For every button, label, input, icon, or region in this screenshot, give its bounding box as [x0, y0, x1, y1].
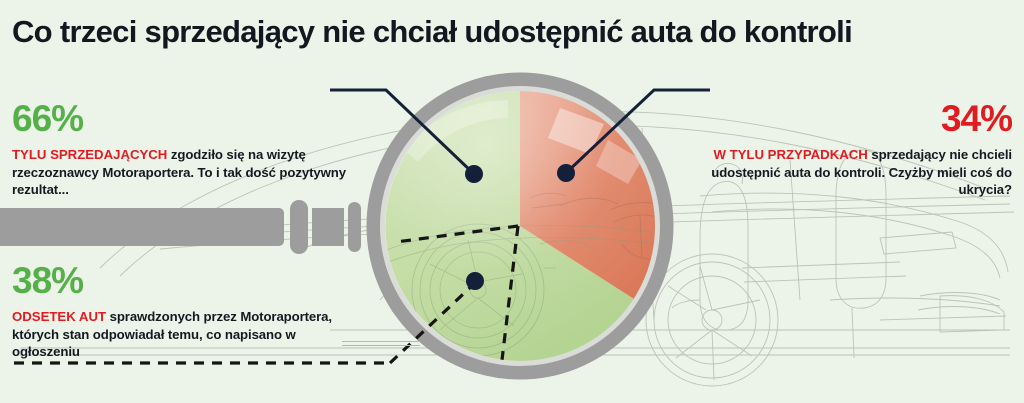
stat-value-38: 38%: [12, 260, 84, 301]
stat-description-66: TYLU SPRZEDAJĄCYCH zgodziło się na wizyt…: [12, 146, 357, 199]
magnifier-handle-square: [312, 208, 344, 246]
stat-lead-66: TYLU SPRZEDAJĄCYCH: [12, 147, 168, 162]
callout-dot-34: [557, 164, 575, 182]
stat-value-34: 34%: [940, 98, 1013, 139]
page-title: Co trzeci sprzedający nie chciał udostęp…: [12, 14, 853, 49]
stat-description-38: ODSETEK AUT sprawdzonych przez Motorapor…: [12, 308, 362, 361]
stat-block-66: 66% TYLU SPRZEDAJĄCYCH zgodziło się na w…: [12, 100, 357, 199]
dashed-wedge-38: [395, 224, 520, 361]
stat-lead-38: ODSETEK AUT: [12, 309, 107, 324]
lens-inner-ring: [380, 86, 660, 366]
callout-dot-66: [465, 165, 483, 183]
magnifier-handle-cap: [290, 200, 308, 254]
decorative-rule: [342, 341, 420, 346]
lens-outer-ring: [366, 72, 674, 380]
callout-dot-38: [466, 272, 484, 290]
stat-block-34: 34% W TYLU PRZYPADKACH sprzedający nie c…: [678, 98, 1013, 199]
magnifier-handle-neck: [348, 202, 361, 252]
stat-value-66: 66%: [12, 98, 84, 139]
stat-body-38: sprawdzonych przez Motoraportera, któryc…: [12, 309, 332, 359]
stat-body-34: sprzedający nie chcieli udostępnić auta …: [711, 147, 1012, 197]
stat-lead-34: W TYLU PRZYPADKACH: [713, 147, 868, 162]
magnifier-handle-bar: [0, 208, 284, 246]
stat-body-66: zgodziło się na wizytę rzeczoznawcy Moto…: [12, 147, 346, 197]
pie-slice-green-66: [385, 91, 634, 361]
stat-description-34: W TYLU PRZYPADKACH sprzedający nie chcie…: [678, 146, 1012, 199]
stat-block-38: 38% ODSETEK AUT sprawdzonych przez Motor…: [12, 262, 362, 361]
pie-slice-red-34: [520, 91, 655, 299]
